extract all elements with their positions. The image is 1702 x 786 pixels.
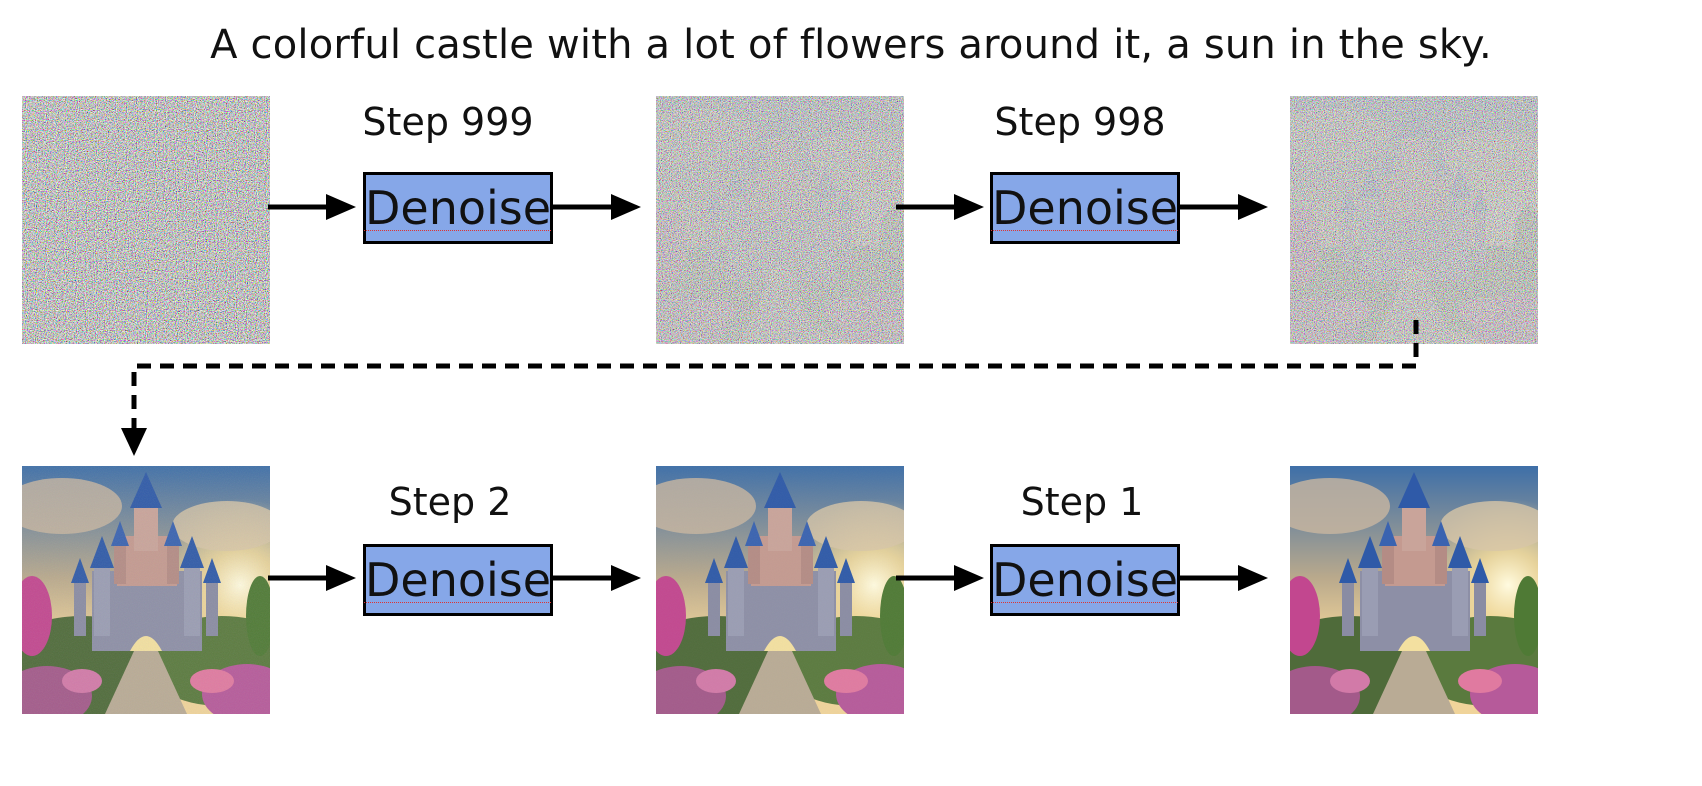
denoise-box: Denoise (990, 172, 1180, 244)
denoise-box: Denoise (363, 544, 553, 616)
denoise-box: Denoise (990, 544, 1180, 616)
arrow-right-icon (1180, 565, 1268, 591)
noisy-image-after-step-999 (656, 96, 904, 344)
caption-prompt: A colorful castle with a lot of flowers … (210, 22, 1492, 68)
denoise-label: Denoise (991, 181, 1179, 235)
image-after-step-2 (656, 466, 904, 714)
step-label: Step 998 (994, 100, 1166, 144)
denoise-label: Denoise (364, 553, 552, 607)
step-label: Step 1 (1020, 480, 1144, 524)
noise-image-step-999-input (22, 96, 270, 344)
dashed-connector-arrow (121, 320, 1419, 456)
arrow-right-icon (553, 565, 641, 591)
arrow-right-icon (268, 194, 356, 220)
arrow-right-icon (268, 565, 356, 591)
arrow-right-icon (896, 194, 984, 220)
noisy-image-after-step-998 (1290, 96, 1538, 344)
denoise-label: Denoise (991, 553, 1179, 607)
arrow-right-icon (1180, 194, 1268, 220)
step-label: Step 2 (388, 480, 512, 524)
denoise-label: Denoise (364, 181, 552, 235)
denoise-box: Denoise (363, 172, 553, 244)
arrow-right-icon (896, 565, 984, 591)
arrow-right-icon (553, 194, 641, 220)
image-before-step-2 (22, 466, 270, 714)
step-label: Step 999 (362, 100, 534, 144)
